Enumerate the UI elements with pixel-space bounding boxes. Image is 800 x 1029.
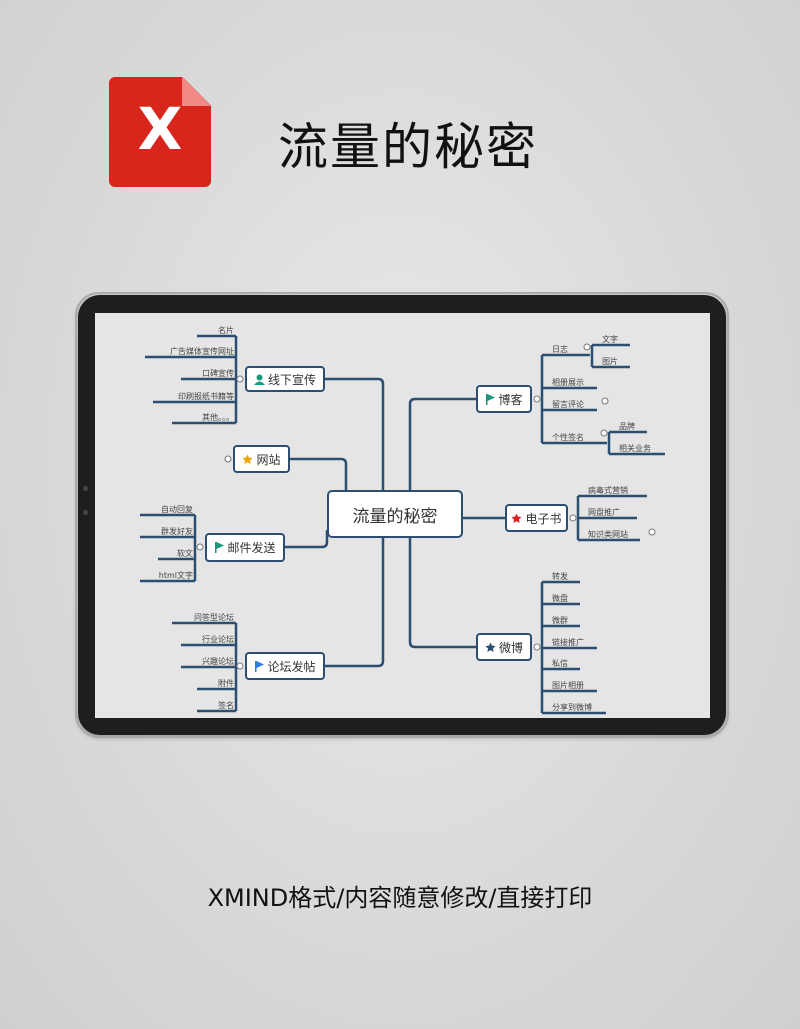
- node-label: 网站: [256, 452, 281, 467]
- branch-line: [408, 397, 476, 490]
- node-label: 线下宣传: [267, 372, 316, 387]
- collapse-toggle[interactable]: [648, 528, 656, 536]
- collapse-toggle[interactable]: [583, 343, 591, 351]
- leaf-topic[interactable]: 个性签名: [552, 433, 584, 442]
- leaf-topic[interactable]: 微盘: [552, 594, 568, 603]
- leaf-topic[interactable]: 相关业务: [619, 444, 651, 453]
- branch-line: [285, 530, 329, 549]
- star-icon: [485, 641, 496, 652]
- leaf-topic[interactable]: 私信: [552, 659, 568, 668]
- star-icon: [242, 453, 254, 464]
- leaf-topic[interactable]: 病毒式营销: [588, 486, 628, 495]
- leaf-topic[interactable]: 留言评论: [552, 400, 584, 409]
- node-label: 论坛发帖: [267, 659, 316, 674]
- topic-email[interactable]: 邮件发送: [205, 533, 285, 562]
- leaf-topic[interactable]: 附件: [218, 679, 234, 688]
- collapse-toggle[interactable]: [533, 395, 541, 403]
- branch-line: [325, 377, 385, 490]
- leaf-topic[interactable]: 分享到微博: [552, 703, 592, 712]
- logo-letter: X: [137, 95, 183, 163]
- collapse-toggle[interactable]: [533, 643, 541, 651]
- leaf-topic[interactable]: 问答型论坛: [194, 613, 234, 622]
- node-label: 流量的秘密: [352, 506, 438, 527]
- topic-forum[interactable]: 论坛发帖: [245, 652, 325, 680]
- leaf-topic[interactable]: 自动回复: [161, 505, 193, 514]
- flag-icon: [486, 393, 496, 405]
- collapse-toggle[interactable]: [569, 514, 577, 522]
- leaf-topic[interactable]: 链接推广: [552, 638, 584, 647]
- page-title: 流量的秘密: [278, 118, 538, 176]
- leaf-topic[interactable]: 网盘推广: [588, 508, 620, 517]
- node-label: 电子书: [525, 511, 562, 526]
- person-icon: [253, 374, 265, 385]
- leaf-topic[interactable]: 文字: [602, 335, 618, 344]
- leaf-topic[interactable]: 签名: [218, 701, 234, 710]
- node-label: 微博: [498, 640, 523, 655]
- leaf-topic[interactable]: 转发: [552, 572, 568, 581]
- leaf-topic[interactable]: 软文: [177, 549, 193, 558]
- collapse-toggle[interactable]: [236, 662, 244, 670]
- leaf-topic[interactable]: 名片: [218, 326, 234, 335]
- node-label: 邮件发送: [227, 541, 276, 555]
- topic-ebook[interactable]: 电子书: [505, 504, 568, 532]
- leaf-topic[interactable]: 广告媒体宣传网址: [170, 347, 234, 356]
- leaf-topic[interactable]: 图片相册: [552, 681, 584, 690]
- leaf-topic[interactable]: 品牌: [619, 422, 635, 431]
- topic-blog[interactable]: 博客: [476, 385, 532, 413]
- collapse-toggle[interactable]: [196, 543, 204, 551]
- leaf-topic[interactable]: 微群: [552, 616, 568, 625]
- topic-weibo[interactable]: 微博: [476, 633, 532, 661]
- collapse-toggle[interactable]: [224, 455, 232, 463]
- leaf-topic[interactable]: html文字: [158, 571, 193, 580]
- leaf-topic[interactable]: 行业论坛: [202, 635, 234, 644]
- leaf-topic[interactable]: 印刷报纸书籍等: [178, 392, 234, 401]
- collapse-toggle[interactable]: [600, 429, 608, 437]
- branch-line: [290, 457, 348, 490]
- leaf-topic[interactable]: 日志: [552, 345, 568, 354]
- leaf-topic[interactable]: 图片: [602, 357, 618, 366]
- node-label: 博客: [498, 392, 523, 407]
- branch-line: [408, 538, 476, 649]
- leaf-topic[interactable]: 其他。。。: [202, 413, 234, 422]
- leaf-topic[interactable]: 群发好友: [161, 527, 193, 536]
- flag-icon: [255, 660, 265, 672]
- camera-dot: [83, 510, 88, 515]
- collapse-toggle[interactable]: [601, 397, 609, 405]
- camera-dot: [83, 486, 88, 491]
- topic-website[interactable]: 网站: [233, 445, 290, 473]
- collapse-toggle[interactable]: [236, 375, 244, 383]
- leaf-topic[interactable]: 兴趣论坛: [202, 657, 234, 666]
- footer-caption: XMIND格式/内容随意修改/直接打印: [207, 884, 593, 912]
- flag-icon: [215, 542, 225, 553]
- central-topic[interactable]: 流量的秘密: [327, 490, 463, 538]
- star-icon: [511, 512, 523, 523]
- leaf-topic[interactable]: 相册展示: [552, 378, 584, 387]
- branch-line: [325, 538, 385, 668]
- leaf-topic[interactable]: 口碑宣传: [202, 369, 234, 378]
- topic-offline-promotion[interactable]: 线下宣传: [245, 366, 325, 392]
- leaf-topic[interactable]: 知识类网站: [588, 530, 628, 539]
